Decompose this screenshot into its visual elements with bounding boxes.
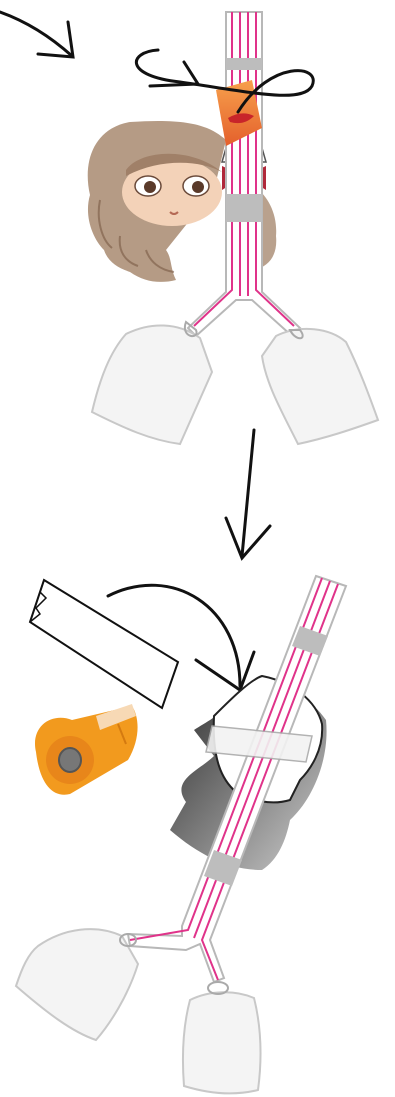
arrow-down (226, 430, 270, 558)
plastic-bag-left (16, 929, 138, 1040)
step-1-group (0, 12, 378, 444)
tape-strip (30, 580, 178, 708)
tape-dispenser (35, 704, 138, 795)
face-cutout (122, 154, 222, 226)
plastic-bag-right (183, 982, 261, 1093)
plastic-bag-left (92, 322, 212, 444)
plastic-bag-right (262, 329, 378, 444)
arrow-top-left (0, 12, 73, 57)
step-2-group (16, 576, 346, 1093)
